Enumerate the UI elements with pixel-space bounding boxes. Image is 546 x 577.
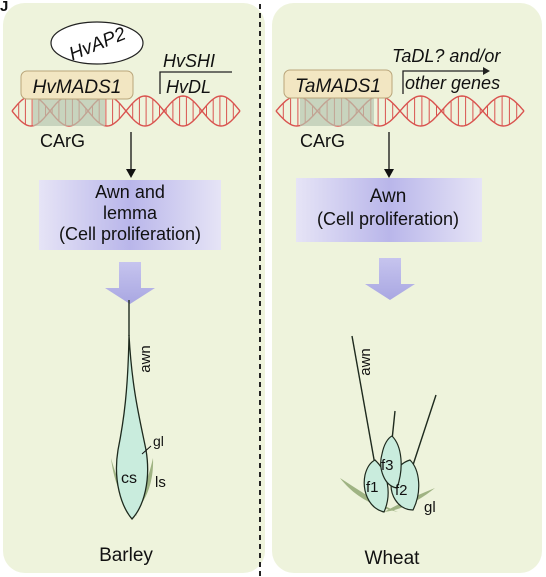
process-right-line-1: Awn	[370, 186, 407, 207]
carg-label-left: CArG	[40, 131, 85, 151]
wheat-awn-label: awn	[357, 348, 374, 376]
species-label-wheat: Wheat	[365, 548, 421, 569]
carg-site-right	[300, 96, 374, 126]
wheat-awn-3	[412, 394, 437, 466]
target-gene-arrow-right-head	[483, 67, 490, 75]
barley-ls-label: ls	[155, 474, 166, 491]
tadl-label: TaDL? and/or	[392, 46, 501, 66]
arrow-right-1-head	[384, 169, 394, 178]
barley-awn-label: awn	[137, 345, 154, 373]
carg-site-left	[33, 96, 105, 126]
barley-glume-right	[130, 458, 154, 516]
hvshi-label: HvSHI	[163, 51, 215, 71]
wheat-awn-1	[351, 335, 376, 466]
wheat-floret-f3	[380, 435, 402, 489]
hvmads1-label: HvMADS1	[33, 77, 122, 98]
hvmads1-protein	[20, 70, 134, 100]
barley-grain	[115, 334, 149, 520]
big-arrow-right	[365, 258, 415, 300]
wheat-f3-label: f3	[381, 457, 394, 474]
tamads1-label: TaMADS1	[295, 76, 381, 97]
process-left-line-2: lemma	[103, 203, 158, 223]
target-gene-arrow-right	[402, 70, 484, 94]
arrow-left-1-head	[126, 169, 136, 178]
target-gene-arrow-left	[159, 71, 232, 94]
barley-spike	[111, 300, 154, 520]
carg-label-right: CArG	[300, 131, 345, 151]
process-right-line-2: (Cell proliferation)	[317, 209, 459, 229]
wheat-f1-label: f1	[366, 479, 379, 496]
species-label-barley: Barley	[99, 545, 153, 566]
tamads1-protein	[283, 69, 393, 99]
wheat-spike	[340, 335, 437, 513]
process-left-line-3: (Cell proliferation)	[59, 224, 201, 244]
panel-label: J	[0, 0, 8, 15]
gl-pointer-left	[141, 445, 152, 455]
big-arrow-left	[105, 262, 155, 304]
process-box-right	[296, 178, 482, 242]
process-left-line-1: Awn and	[95, 182, 165, 202]
wheat-awn-2	[391, 410, 396, 441]
barley-gl-label: gl	[153, 433, 164, 449]
wheat-f2-label: f2	[395, 482, 408, 499]
wheat-gl-label: gl	[424, 499, 436, 516]
process-box-left	[39, 180, 221, 250]
other-genes-label: other genes	[405, 73, 500, 93]
hvdl-label: HvDL	[166, 77, 211, 97]
barley-cs-label: cs	[121, 470, 137, 487]
hvap2-protein	[50, 21, 144, 65]
